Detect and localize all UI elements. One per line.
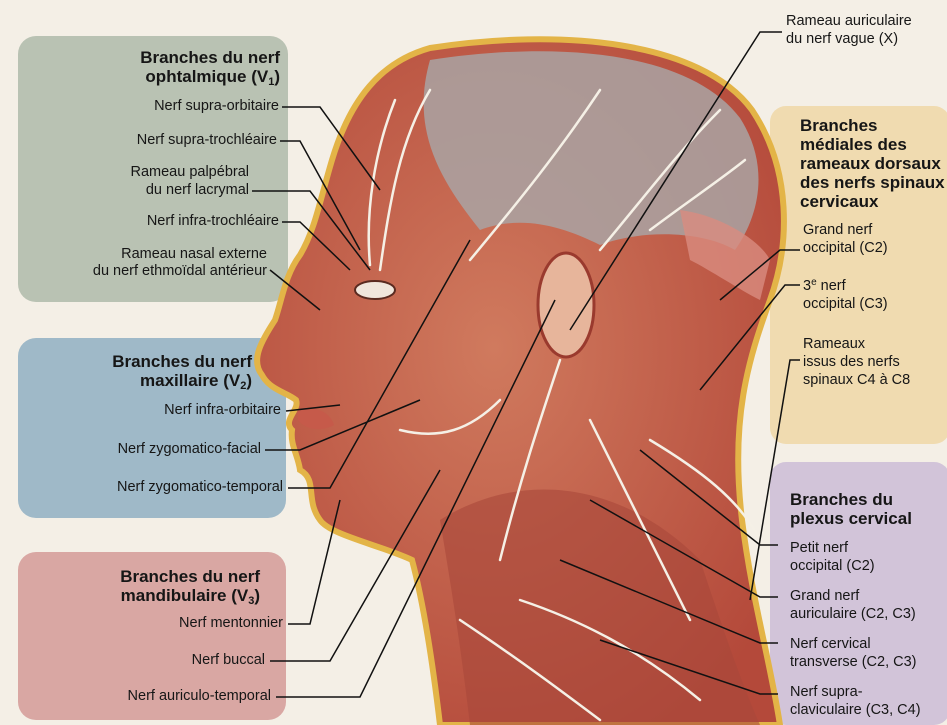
v2-title-end: ) [246,371,252,390]
label-grand-auriculaire-l1: Grand nerf [790,588,859,605]
cervical-title-l2: plexus cervical [790,509,912,528]
v1-title: Branches du nerf ophtalmique (V1) [30,48,280,92]
v2-title-line1: Branches du nerf [30,352,252,371]
v3-title: Branches du nerf mandibulaire (V3) [30,567,260,611]
label-grand-occipital-l1: Grand nerf [803,222,872,239]
label-grand-auriculaire-l2: auriculaire (C2, C3) [790,606,916,623]
cervical-title: Branches du plexus cervical [790,490,912,528]
label-buccal: Nerf buccal [192,652,265,669]
label-zygomatico-temporal: Nerf zygomatico-temporal [117,479,283,496]
v2-title: Branches du nerf maxillaire (V2) [30,352,252,396]
third-num: 3 [803,278,811,294]
label-rameaux-l3: spinaux C4 à C8 [803,372,910,389]
label-rameaux-l2: issus des nerfs [803,354,900,371]
label-rameaux-l1: Rameaux [803,336,865,353]
label-vagus-line1: Rameau auriculaire [786,13,912,30]
label-cervical-transverse-l2: transverse (C2, C3) [790,654,917,671]
label-nasal-externe-line1: Rameau nasal externe [121,246,267,263]
dorsal-title-l4: des nerfs spinaux [800,173,945,192]
label-infra-orbitaire: Nerf infra-orbitaire [164,402,281,419]
dorsal-title-l5: cervicaux [800,192,945,211]
label-petit-occipital-l2: occipital (C2) [790,558,875,575]
dorsal-title-l3: rameaux dorsaux [800,154,945,173]
v3-title-line2: mandibulaire (V3) [30,586,260,611]
v1-title-end: ) [274,67,280,86]
v3-title-end: ) [254,586,260,605]
label-supra-orbitaire: Nerf supra-orbitaire [154,98,279,115]
label-palpebral-line2: du nerf lacrymal [146,182,249,199]
label-cervical-transverse-l1: Nerf cervical [790,636,871,653]
v1-title-line1: Branches du nerf [30,48,280,67]
label-palpebral-line1: Rameau palpébral [131,164,250,181]
dorsal-title-l1: Branches [800,116,945,135]
v2-title-line2: maxillaire (V2) [30,371,252,396]
label-auriculo-temporal: Nerf auriculo-temporal [128,688,271,705]
label-supra-trochleaire: Nerf supra-trochléaire [137,132,277,149]
v3-title-line1: Branches du nerf [30,567,260,586]
label-3e-occipital-l2: occipital (C3) [803,296,888,313]
label-3e-occipital-l1: 3e nerf [803,278,846,295]
cervical-title-l1: Branches du [790,490,912,509]
v1-title-line2: ophtalmique (V1) [30,67,280,92]
label-supra-claviculaire-l1: Nerf supra- [790,684,863,701]
v3-title-main: mandibulaire (V [121,586,249,605]
dorsal-title-l2: médiales des [800,135,945,154]
dorsal-title: Branches médiales des rameaux dorsaux de… [800,116,945,211]
label-petit-occipital-l1: Petit nerf [790,540,848,557]
v2-title-main: maxillaire (V [140,371,240,390]
label-mentonnier: Nerf mentonnier [179,615,283,632]
label-infra-trochleaire: Nerf infra-trochléaire [147,213,279,230]
label-nasal-externe-line2: du nerf ethmoïdal antérieur [93,263,267,280]
label-zygomatico-facial: Nerf zygomatico-facial [118,441,261,458]
label-vagus-line2: du nerf vague (X) [786,31,898,48]
eye [355,281,395,299]
label-supra-claviculaire-l2: claviculaire (C3, C4) [790,702,921,719]
third-word: nerf [817,278,846,294]
v1-title-main: ophtalmique (V [145,67,268,86]
label-grand-occipital-l2: occipital (C2) [803,240,888,257]
